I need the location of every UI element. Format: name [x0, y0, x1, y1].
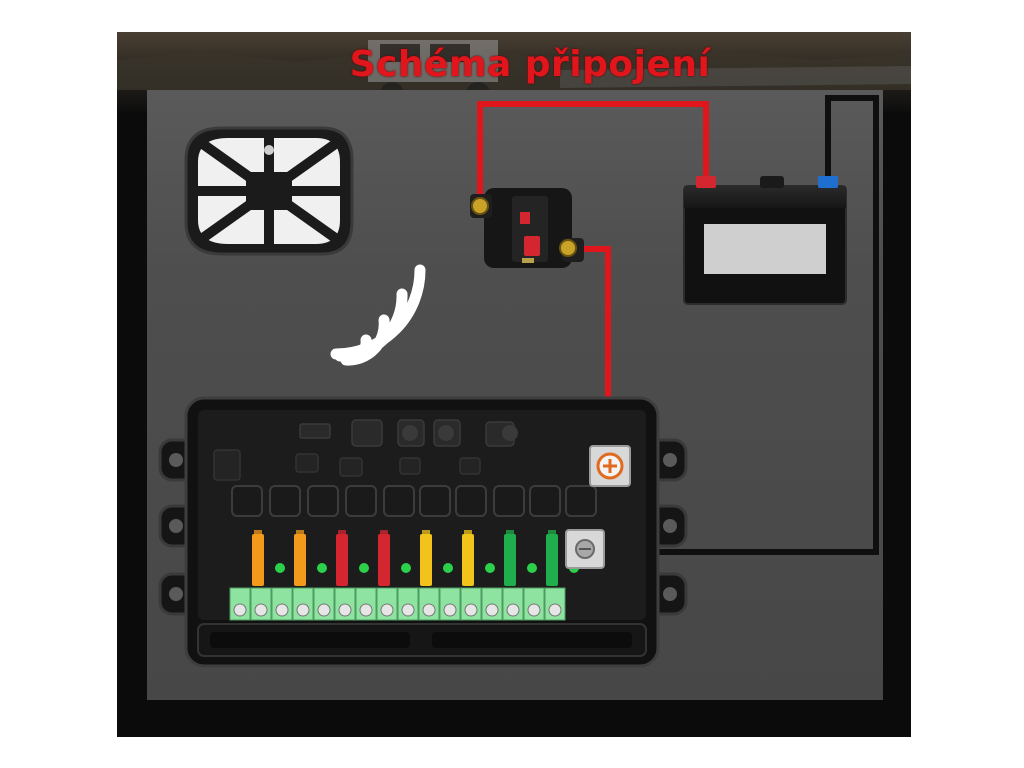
terminal-screw: [317, 603, 331, 617]
fuse: [420, 534, 432, 586]
terminal-screw: [233, 603, 247, 617]
fuse-cap: [380, 530, 388, 536]
terminal-screw: [443, 603, 457, 617]
fuse: [378, 534, 390, 586]
terminal-screw: [506, 603, 520, 617]
indicator-led: [275, 563, 285, 573]
indicator-led: [317, 563, 327, 573]
terminal-screw: [401, 603, 415, 617]
battery-icon: [683, 176, 847, 305]
water-reflection: [560, 66, 911, 88]
terminal-screw: [485, 603, 499, 617]
fuse-cap: [548, 530, 556, 536]
fuse-cap: [422, 530, 430, 536]
fuse-row: [252, 530, 579, 586]
diagram-title: Schéma připojení: [349, 44, 711, 85]
terminal-screw: [296, 603, 310, 617]
battery-negative-terminal: [818, 176, 838, 188]
battery-positive-terminal: [696, 176, 716, 188]
wireless-signal-icon: [330, 264, 426, 366]
fuse: [504, 534, 516, 586]
terminal-screw: [380, 603, 394, 617]
terminal-screw: [338, 603, 352, 617]
relay-box-icon: [158, 396, 688, 668]
indicator-led: [443, 563, 453, 573]
ground-terminal: [565, 529, 605, 569]
relay-row: [231, 485, 597, 517]
terminal-screw: [464, 603, 478, 617]
fuse: [336, 534, 348, 586]
terminal-screw: [527, 603, 541, 617]
battery-label-area: [704, 224, 826, 274]
terminal-strip: [229, 587, 566, 621]
fuse: [252, 534, 264, 586]
terminal-screw: [254, 603, 268, 617]
positive-terminal: [589, 445, 631, 487]
fuse-cap: [338, 530, 346, 536]
indicator-led: [527, 563, 537, 573]
terminal-screw: [359, 603, 373, 617]
switch-panel-icon: [184, 126, 354, 256]
positive-wire-battery: [477, 101, 709, 200]
landscape-hills: [117, 48, 911, 90]
fuse: [462, 534, 474, 586]
fuse: [294, 534, 306, 586]
fuse-cap: [506, 530, 514, 536]
vehicle-silhouette: [368, 40, 498, 106]
circuit-breaker-icon: [470, 188, 584, 268]
indicator-led: [359, 563, 369, 573]
fuse: [546, 534, 558, 586]
terminal-screw: [422, 603, 436, 617]
terminal-screw: [548, 603, 562, 617]
indicator-led: [485, 563, 495, 573]
negative-wire-ground: [592, 95, 879, 555]
fuse-cap: [296, 530, 304, 536]
fuse-cap: [464, 530, 472, 536]
fuse-cap: [254, 530, 262, 536]
indicator-led: [401, 563, 411, 573]
terminal-screw: [275, 603, 289, 617]
